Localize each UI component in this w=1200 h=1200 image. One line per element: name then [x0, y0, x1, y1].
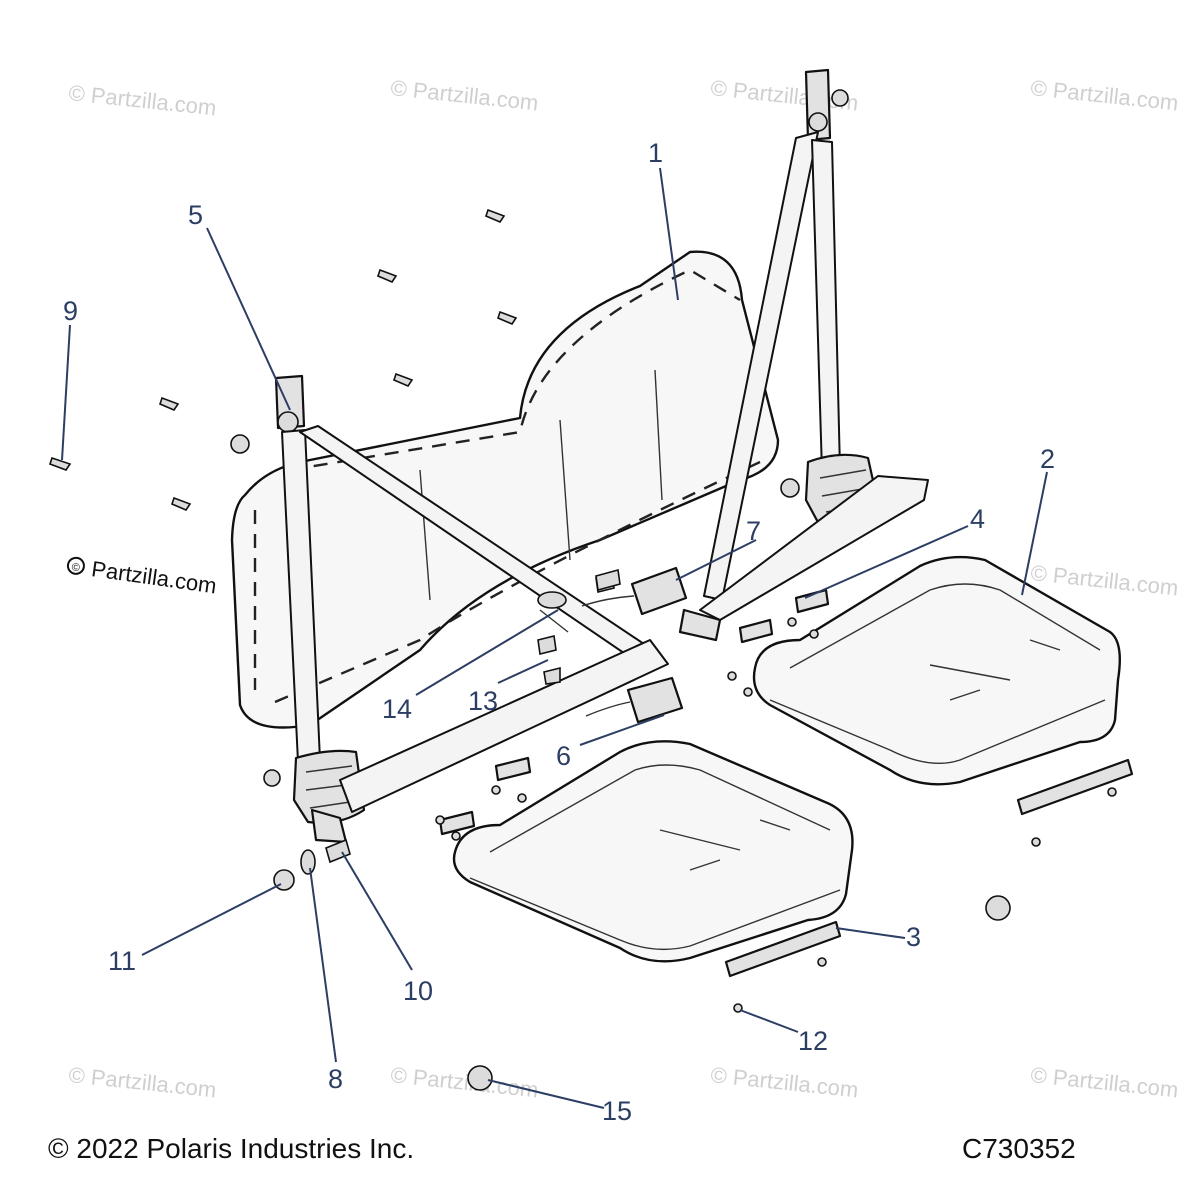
- bracket-part-14: [537, 591, 569, 633]
- copyright-notice: © 2022 Polaris Industries Inc.: [48, 1133, 415, 1164]
- buckle-part-7: [581, 566, 688, 616]
- watermark: © Partzilla.com: [389, 1062, 539, 1102]
- svg-text:©: ©: [71, 561, 81, 574]
- watermark: © Partzilla.com: [67, 80, 217, 120]
- callout-7: 7: [746, 516, 761, 546]
- right-seat-belt-assembly: [678, 68, 929, 642]
- callout-2: 2: [1040, 444, 1055, 474]
- callout-10: 10: [403, 976, 433, 1006]
- callout-15: 15: [602, 1096, 632, 1126]
- callout-8: 8: [328, 1064, 343, 1094]
- callout-11: 11: [108, 946, 136, 976]
- watermark: © Partzilla.com: [389, 75, 539, 115]
- watermark: © Partzilla.com: [1029, 75, 1179, 115]
- leader-lines: [61, 167, 1048, 1109]
- callout-6: 6: [556, 741, 571, 771]
- callout-9: 9: [63, 296, 78, 326]
- callout-3: 3: [906, 922, 921, 952]
- watermark: © Partzilla.com: [67, 1062, 217, 1102]
- seat-back-part-1: [230, 250, 780, 729]
- watermark: © Partzilla.com: [709, 1062, 859, 1102]
- callout-13: 13: [468, 686, 498, 716]
- right-seat-cushion-part-2: [752, 555, 1121, 786]
- left-seat-cushion: [452, 740, 854, 963]
- callout-4: 4: [970, 504, 985, 534]
- watermark: © Partzilla.com: [1029, 560, 1179, 600]
- callout-labels: 1 2 3 4 5 6 7 8 9 10 11 12 13 14 15: [63, 138, 1055, 1126]
- inline-watermark: © Partzilla.com: [66, 556, 218, 598]
- watermark: © Partzilla.com: [1029, 1062, 1179, 1102]
- callout-1: 1: [648, 138, 663, 168]
- inline-watermark-text: Partzilla.com: [90, 556, 218, 598]
- callout-14: 14: [382, 694, 412, 724]
- buckle-part-6: [585, 676, 684, 724]
- mounting-plate-part-3: [438, 588, 1134, 978]
- diagram-code: C730352: [962, 1133, 1076, 1164]
- callout-5: 5: [188, 200, 203, 230]
- callout-12: 12: [798, 1026, 828, 1056]
